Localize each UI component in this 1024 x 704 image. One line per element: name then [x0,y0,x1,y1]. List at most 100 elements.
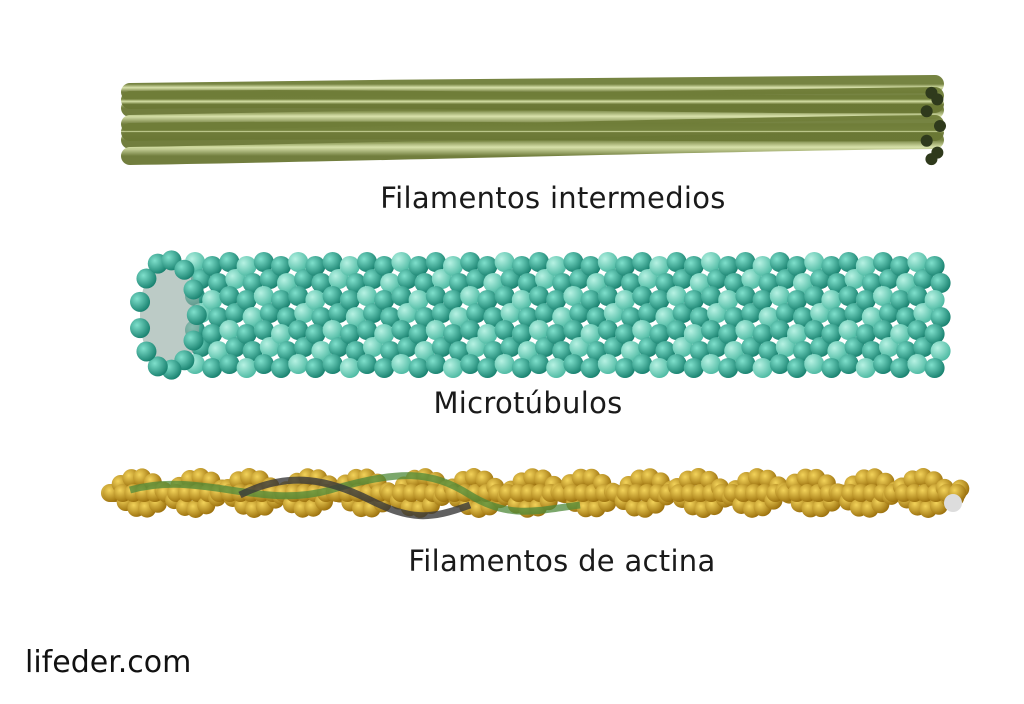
tubulin-subunit [563,354,584,374]
tubulin-subunit [271,290,291,310]
tubulin-subunit [563,320,584,340]
tubulin-subunit [741,303,762,323]
tubulin-subunit [873,286,893,306]
tubulin-subunit [208,341,229,361]
tubulin-subunit [707,303,727,323]
tubulin-subunit [339,290,360,310]
tubulin-subunit [683,358,704,378]
tubulin-subunit [357,354,377,374]
tubulin-subunit [535,303,555,323]
tubulin-subunit [408,324,429,344]
tubulin-subunit [758,341,779,361]
tubulin-subunit [689,307,710,327]
tubulin-subunit [425,320,446,340]
tubulin-subunit [649,290,670,310]
tubulin-subunit [546,256,567,276]
tubulin-subunit [861,273,882,293]
tubulin-subunit [586,341,607,361]
tubulin-subunit [357,286,377,306]
tubulin-subunit [277,273,297,293]
tubulin-subunit [311,273,332,293]
tubulin-subunit [494,320,515,340]
tubulin-subunit [294,303,315,323]
tubulin-subunit [311,307,332,327]
tubulin-subunit [701,354,721,374]
tubulin-subunit [443,290,463,310]
tubulin-subunit [924,358,945,378]
tubulin-subunit [322,252,343,272]
tubulin-subunit [529,320,549,340]
tropomyosin-strand [129,472,581,515]
tubulin-subunit [529,286,549,306]
tubulin-subunit [494,354,515,374]
rod-end [920,134,933,147]
rod-end [920,105,933,118]
tubulin-subunit [655,273,676,293]
tubulin-subunit [873,252,893,272]
tubulin-subunit [741,269,762,289]
tubulin-subunit [563,286,584,306]
tubulin-subunit [735,354,756,374]
tubulin-subunit [183,330,204,351]
tubulin-subunit [821,290,842,310]
tubulin-subunit [242,307,263,327]
tubulin-subunit [202,256,223,276]
tubulin-subunit [804,320,825,340]
label-actin-filaments: Filamentos de actina [408,544,716,578]
tubulin-subunit [219,320,240,340]
tubulin-subunit [718,358,739,378]
tubulin-subunit [466,269,487,289]
tubulin-subunit [769,286,790,306]
tubulin-subunit [380,307,401,327]
tubulin-subunit [597,354,618,374]
rod [121,90,944,114]
tubulin-subunit [236,290,257,310]
tubulin-subunit [374,358,395,378]
tubulin-subunit [855,358,876,378]
tubulin-subunit [363,303,383,323]
tubulin-subunit [741,337,762,357]
tubulin-subunit [253,252,274,272]
tubulin-subunit [793,341,813,361]
tubulin-subunit [924,324,945,344]
tubulin-subunit [408,290,429,310]
tubulin-subunit [855,256,876,276]
tubulin-subunit [477,324,498,344]
tubulin-subunit [277,341,297,361]
tubulin-subunit [500,269,521,289]
tubulin-subunit [758,307,779,327]
tubulin-subunit [288,286,309,306]
tubulin-subunit [827,341,848,361]
tubulin-subunit [580,256,601,276]
tubulin-subunit [339,324,360,344]
tubulin-subunit [666,354,687,374]
tubulin-subunit [466,303,487,323]
tubulin-subunit [603,303,624,323]
tubulin-subunit [460,320,481,340]
tubulin-subunit [225,269,246,289]
tubulin-subunit [483,341,504,361]
tubulin-subunit [718,290,739,310]
tubulin-subunit [907,354,928,374]
tubulin-subunit [236,256,257,276]
tubulin-subunit [414,307,435,327]
tubulin-subunit [271,358,291,378]
tubulin-subunit [511,324,532,344]
tubulin-subunit [844,337,865,357]
tubulin-subunit [752,324,773,344]
tubulin-subunit [810,303,831,323]
tubulin-subunit [443,358,463,378]
tubulin-subunit [500,337,521,357]
tubulin-subunit [357,252,377,272]
tubulin-subunit [724,341,745,361]
tubulin-subunit [838,286,859,306]
tubulin-subunit [425,354,446,374]
tubulin-subunit [827,273,848,293]
tubulin-subunit [517,273,538,293]
tubulin-subunit [305,358,326,378]
tubulin-subunit [907,252,928,272]
tubulin-subunit [130,291,151,312]
tubulin-subunit [838,354,859,374]
tubulin-subunit [580,358,601,378]
